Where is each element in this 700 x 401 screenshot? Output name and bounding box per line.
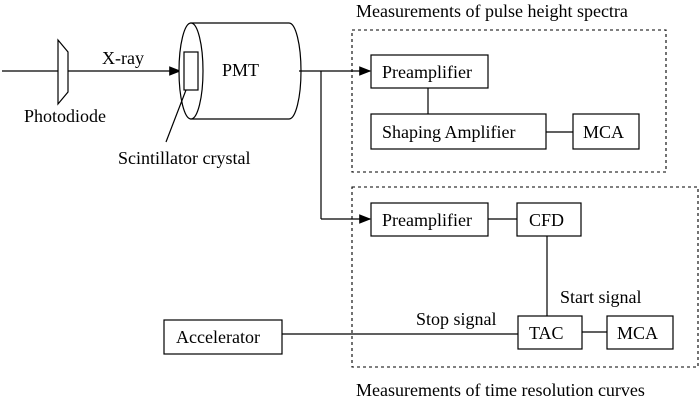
mca-box-1 [572, 113, 640, 150]
start-signal-label: Start signal [560, 287, 642, 307]
cfd-box [516, 202, 582, 237]
pulse-height-group [351, 29, 667, 173]
tac-box [517, 315, 583, 350]
pmt-label: PMT [222, 60, 259, 80]
preamplifier-box-2 [370, 202, 489, 237]
accelerator-box [163, 319, 283, 355]
shaping-amplifier-label: Shaping Amplifier [382, 122, 516, 142]
time-resolution-group-title: Measurements of time resolution curves [356, 380, 645, 400]
mca-label-2: MCA [617, 323, 658, 343]
mca-box-2 [606, 315, 674, 350]
preamplifier-label-1: Preamplifier [382, 62, 472, 82]
photodiode-label: Photodiode [24, 106, 106, 126]
pmt-cylinder [178, 22, 302, 120]
pulse-height-group-title: Measurements of pulse height spectra [356, 1, 628, 21]
time-resolution-group [351, 186, 699, 368]
photodiode-shape [57, 38, 69, 106]
xray-label: X-ray [102, 48, 144, 68]
scintillator-leader-line [165, 89, 187, 143]
shaping-amplifier-box [370, 113, 547, 150]
preamplifier-box-1 [370, 54, 489, 89]
cfd-label: CFD [529, 210, 564, 230]
scintillator-label: Scintillator crystal [118, 148, 250, 168]
mca-label-1: MCA [583, 122, 624, 142]
preamplifier-label-2: Preamplifier [382, 210, 472, 230]
stop-signal-label: Stop signal [416, 309, 497, 329]
accelerator-label: Accelerator [176, 327, 260, 347]
tac-label: TAC [529, 323, 564, 343]
